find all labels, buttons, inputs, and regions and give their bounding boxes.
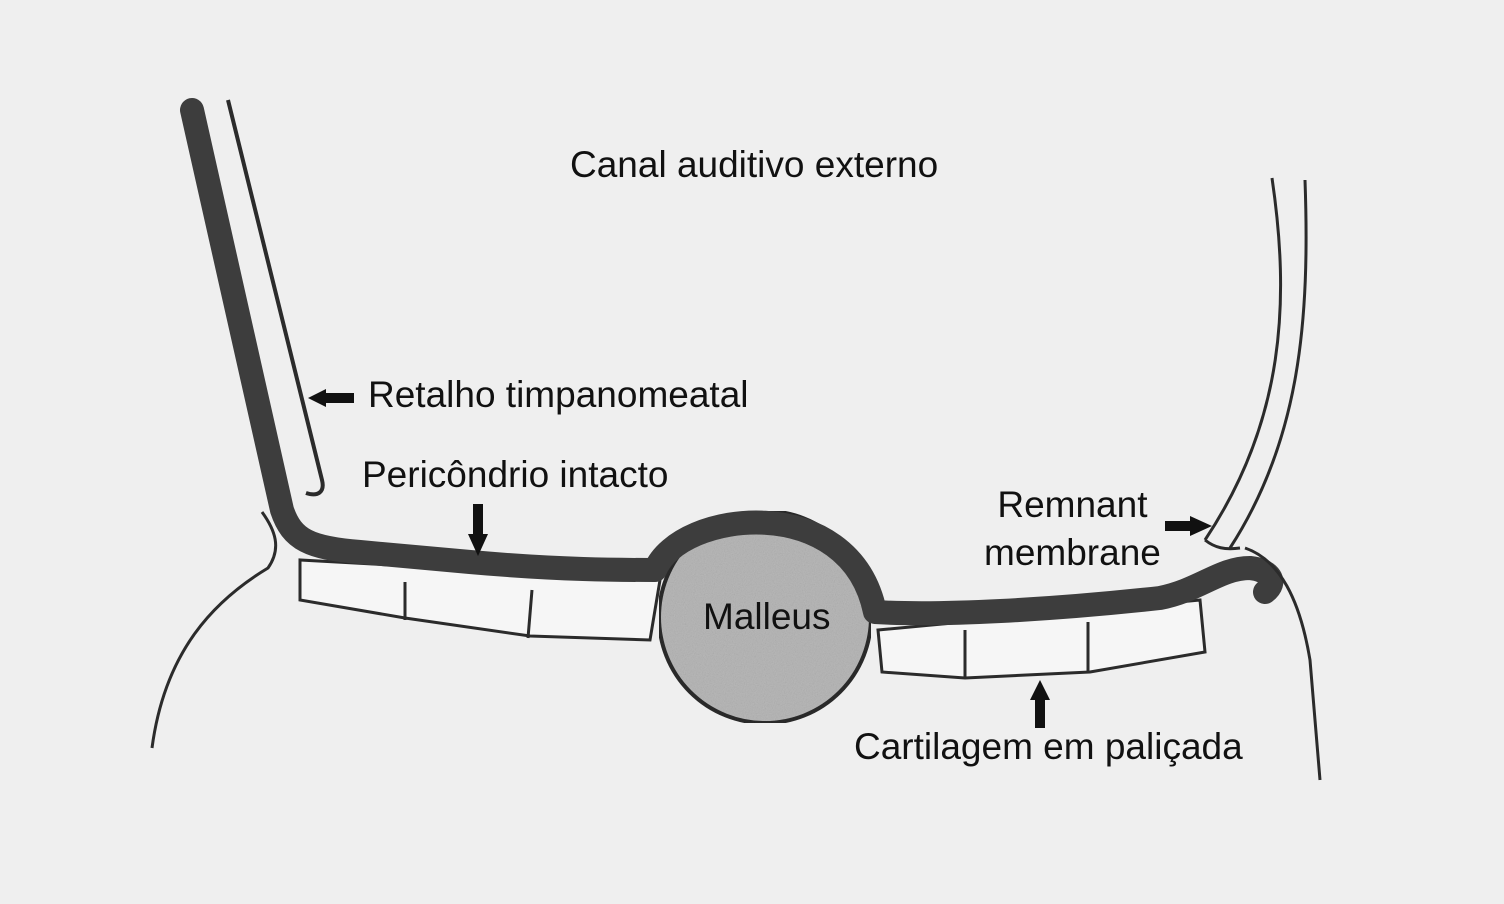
left-canal-wall bbox=[150, 511, 278, 749]
arrow-remnant bbox=[1165, 516, 1212, 536]
tympanomeatal-flap bbox=[226, 99, 325, 497]
label-canal-auditivo: Canal auditivo externo bbox=[570, 144, 939, 185]
arrow-retalho bbox=[308, 389, 354, 407]
label-remnant-membrane: Remnant membrane bbox=[984, 481, 1161, 577]
label-remnant-line2: membrane bbox=[984, 532, 1161, 573]
right-canal-wall bbox=[1203, 177, 1322, 781]
label-remnant-line1: Remnant bbox=[997, 484, 1148, 525]
arrows bbox=[308, 389, 1212, 728]
label-pericondrio-intacto: Pericôndrio intacto bbox=[362, 454, 669, 495]
cartilage-palisade-right bbox=[876, 598, 1207, 680]
label-retalho-timpanomeatal: Retalho timpanomeatal bbox=[368, 374, 749, 415]
label-cartilagem-palicada: Cartilagem em paliçada bbox=[854, 726, 1243, 767]
label-malleus: Malleus bbox=[703, 596, 831, 637]
arrow-pericondrio bbox=[468, 504, 488, 556]
perichondrium-band bbox=[180, 98, 1284, 626]
arrow-cartilagem bbox=[1030, 680, 1050, 728]
